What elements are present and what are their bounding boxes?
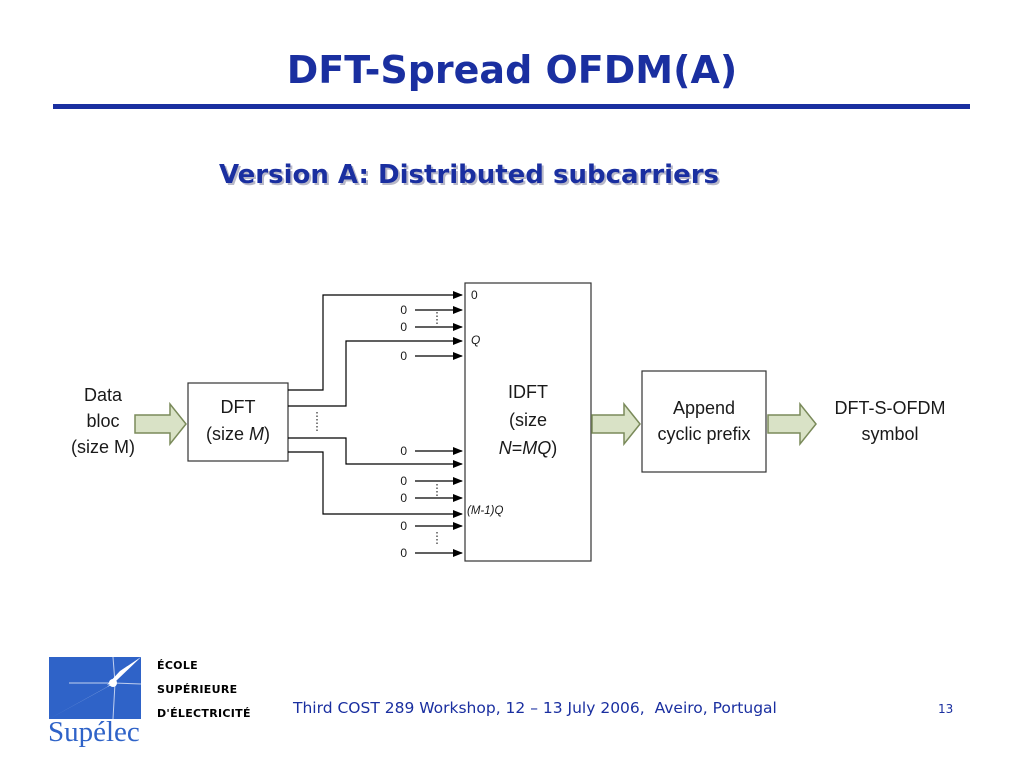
school-name-line-2: SUPÉRIEURE [157, 683, 238, 696]
idft-block-size: (size [509, 410, 547, 430]
idft-to-cp-block-arrow [591, 401, 641, 447]
output-label-line-1: DFT-S-OFDM [835, 398, 946, 418]
slide-title: DFT-Spread OFDM(A) [286, 48, 738, 92]
cp-block-line-2: cyclic prefix [657, 424, 750, 444]
zero-label: 0 [400, 491, 407, 505]
title-underline [53, 104, 970, 109]
footer-event: Third COST 289 Workshop, 12 – 13 July 20… [293, 699, 777, 717]
cp-block-line-1: Append [673, 398, 735, 418]
zero-label: 0 [400, 519, 407, 533]
dft-block [187, 382, 289, 462]
connector-to-mid-port [288, 437, 463, 468]
idft-port-label-0: 0 [471, 288, 478, 302]
zero-label: 0 [400, 546, 407, 560]
zero-label: 0 [400, 349, 407, 363]
zero-label: 0 [400, 320, 407, 334]
school-name-line-1: ÉCOLE [157, 659, 198, 672]
idft-block-n: N=MQ) [499, 438, 558, 458]
zero-label: 0 [400, 303, 407, 317]
input-label-line-2: bloc [86, 411, 119, 431]
slide-subtitle: Version A: Distributed subcarriers [218, 160, 720, 190]
page-number: 13 [938, 702, 954, 716]
school-name-line-3: D'ÉLECTRICITÉ [157, 707, 251, 720]
dft-block-size: (size M) [206, 424, 270, 444]
dft-block-label: DFT [221, 397, 256, 417]
zero-label: 0 [400, 444, 407, 458]
input-block-arrow [134, 401, 187, 447]
connector-to-port-0 [288, 291, 463, 391]
supelec-logo-wordmark: Supélec [48, 716, 140, 748]
input-label-line-3: (size M) [71, 437, 135, 457]
output-label-line-2: symbol [861, 424, 918, 444]
cyclic-prefix-block [641, 370, 767, 473]
dft-spread-ofdm-diagram: Data bloc (size M) DFT (size M) 0 0 0 0 … [71, 282, 946, 562]
dft-output-connectors [288, 291, 463, 518]
supelec-logo-icon [49, 657, 141, 719]
zero-input-arrows [415, 306, 463, 557]
connector-to-port-m1q [288, 451, 463, 518]
idft-port-label-q: Q [471, 333, 480, 347]
idft-block-label: IDFT [508, 382, 548, 402]
zero-input-labels: 0 0 0 0 0 0 0 0 [400, 303, 407, 560]
input-label-line-1: Data [84, 385, 123, 405]
zero-label: 0 [400, 474, 407, 488]
output-block-arrow [767, 401, 817, 447]
connector-to-port-q [288, 337, 463, 407]
idft-block [464, 282, 592, 562]
idft-port-label-m1q: (M-1)Q [467, 505, 503, 517]
